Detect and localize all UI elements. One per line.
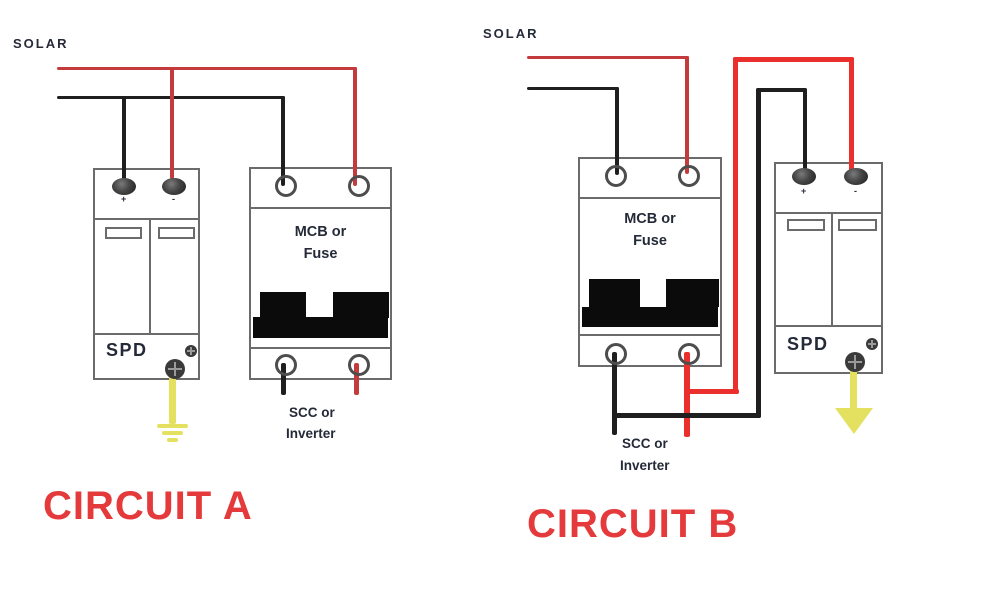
circuit-a-load-label-line2: Inverter	[286, 426, 336, 441]
mcb-input-terminal-positive	[678, 165, 700, 187]
mcb-output-terminal-negative	[605, 343, 627, 365]
spd-terminal-positive	[844, 168, 868, 185]
mcb-section-divider	[580, 197, 720, 199]
circuit-a-black-wire-to-mcb	[281, 96, 285, 186]
circuit-a-title: CIRCUIT A	[43, 484, 253, 528]
breaker-handle	[333, 292, 389, 318]
spd-section-divider	[95, 218, 198, 220]
circuit-a-output-negative-stub	[281, 363, 286, 395]
spd-status-window	[105, 227, 142, 239]
spd-status-window	[158, 227, 195, 239]
circuit-b-mcb-label-line2: Fuse	[633, 233, 667, 249]
circuit-a-black-wire-to-spd	[122, 96, 126, 180]
circuit-b-black-wire-to-spd	[803, 88, 807, 174]
mcb-output-terminal-positive	[348, 354, 370, 376]
mcb-section-divider	[580, 334, 720, 336]
circuit-b-load-label-line2: Inverter	[620, 458, 670, 473]
circuit-b-red-riser-wire	[733, 57, 738, 394]
spd-section-divider	[776, 212, 881, 214]
circuit-b-title: CIRCUIT B	[527, 502, 739, 546]
circuit-a-spd-box: + - SPD	[93, 168, 200, 380]
mcb-section-divider	[251, 207, 390, 209]
mcb-input-terminal-positive	[348, 175, 370, 197]
circuit-b-solar-negative-wire	[527, 87, 619, 90]
mcb-input-terminal-negative	[605, 165, 627, 187]
circuit-b-mcb-box: MCB or Fuse	[578, 157, 722, 367]
circuit-a-mcb-box: MCB or Fuse	[249, 167, 392, 380]
ground-arrow-icon	[835, 408, 873, 434]
circuit-b-red-wire-to-spd	[849, 57, 854, 174]
circuit-b-red-branch-horizontal	[687, 389, 739, 394]
circuit-b-solar-positive-wire	[527, 56, 689, 59]
circuit-b-mcb-label-line1: MCB or	[624, 211, 676, 227]
circuit-b-spd-label: SPD	[787, 334, 829, 354]
spd-terminal-negative	[112, 178, 136, 195]
circuit-a-ground-wire	[169, 374, 176, 424]
mcb-output-terminal-negative	[275, 354, 297, 376]
circuit-a-output-positive-stub	[354, 363, 359, 395]
circuit-b-black-wire-to-mcb	[615, 87, 619, 175]
circuit-a-red-wire-to-spd	[170, 67, 174, 179]
circuit-a-mcb-label-line1: MCB or	[294, 224, 347, 240]
spd-terminal-negative	[792, 168, 816, 185]
circuit-b-solar-label: SOLAR	[483, 26, 539, 41]
circuit-a-spd-label: SPD	[106, 340, 148, 360]
circuit-b-black-riser-wire	[756, 88, 761, 418]
spd-plus-mark: +	[801, 186, 807, 196]
circuit-b-negative-output-tail	[612, 352, 617, 435]
ground-screw-icon	[165, 359, 185, 379]
breaker-toggle-bar	[253, 317, 388, 338]
spd-status-window	[838, 219, 877, 231]
circuit-b-positive-output-tail	[684, 352, 690, 437]
mcb-section-divider	[251, 347, 390, 349]
ground-screw-icon	[845, 352, 865, 372]
breaker-handle	[260, 292, 306, 318]
spd-module-divider	[149, 218, 151, 333]
spd-section-divider	[776, 325, 881, 327]
spd-plus-mark: +	[121, 194, 127, 204]
circuit-a-solar-positive-bus-wire	[57, 67, 357, 70]
mcb-input-terminal-negative	[275, 175, 297, 197]
circuit-b-spd-box: + - SPD	[774, 162, 883, 374]
spd-section-divider	[95, 333, 198, 335]
breaker-handle	[589, 279, 640, 307]
circuit-b-black-top-wire	[756, 88, 807, 92]
screw-icon	[866, 338, 878, 350]
spd-minus-mark: -	[172, 194, 175, 204]
circuit-a-red-wire-to-mcb	[353, 67, 357, 186]
screw-icon	[185, 345, 197, 357]
circuit-a-solar-label: SOLAR	[13, 36, 69, 51]
circuit-b-load-label-line1: SCC or	[622, 436, 668, 451]
circuit-a-mcb-label-line2: Fuse	[303, 246, 338, 262]
circuit-b-ground-wire	[850, 367, 857, 412]
circuit-b-red-wire-to-mcb	[685, 56, 689, 174]
mcb-output-terminal-positive	[678, 343, 700, 365]
spd-status-window	[787, 219, 825, 231]
spd-terminal-positive	[162, 178, 186, 195]
spd-module-divider	[831, 212, 833, 325]
circuit-a-load-label-line1: SCC or	[289, 405, 335, 420]
breaker-handle	[666, 279, 719, 307]
breaker-toggle-bar	[582, 307, 718, 327]
circuit-b-black-branch-horizontal	[614, 413, 761, 418]
circuit-b-red-top-wire	[733, 57, 854, 62]
spd-minus-mark: -	[854, 186, 857, 196]
